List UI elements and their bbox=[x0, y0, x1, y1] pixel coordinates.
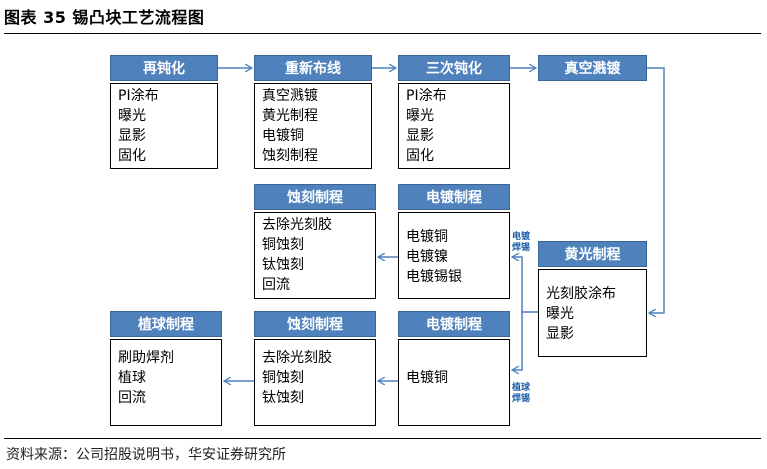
step-item: 显影 bbox=[118, 128, 146, 144]
step-item: 电镀铜 bbox=[262, 128, 304, 144]
step-item: 真空溅镀 bbox=[262, 88, 318, 104]
step-item: 钛蚀刻 bbox=[262, 390, 304, 406]
edge-label-solder-plating: 电镀 焊锡 bbox=[509, 232, 533, 254]
step-plating-header: 电镀制程 bbox=[398, 184, 510, 210]
step-etching-2-box: 去除光刻胶 铜蚀刻 钛蚀刻 bbox=[254, 339, 376, 426]
figure-title: 图表 35 锡凸块工艺流程图 bbox=[4, 8, 205, 27]
edge-label-line: 电镀 bbox=[511, 232, 530, 242]
step-etching-2-header: 蚀刻制程 bbox=[254, 311, 376, 337]
step-third-passivation-header: 三次钝化 bbox=[398, 55, 510, 81]
step-item: 显影 bbox=[546, 326, 574, 342]
step-item: 去除光刻胶 bbox=[262, 350, 332, 366]
edge-label-ball-solder: 植球 焊锡 bbox=[509, 383, 533, 405]
step-plating-2-header: 电镀制程 bbox=[398, 311, 510, 337]
step-repassivation-box: PI涂布 曝光 显影 固化 bbox=[110, 83, 218, 169]
step-etching-header: 蚀刻制程 bbox=[254, 184, 376, 210]
step-item: 固化 bbox=[406, 148, 434, 164]
step-item: 电镀铜 bbox=[406, 370, 448, 386]
step-item: 植球 bbox=[118, 370, 146, 386]
bottom-rule bbox=[4, 438, 761, 439]
step-vacuum-sputtering-header: 真空溅镀 bbox=[538, 55, 647, 81]
step-item: 铜蚀刻 bbox=[262, 370, 304, 386]
step-item: 固化 bbox=[118, 148, 146, 164]
step-item: 曝光 bbox=[406, 108, 434, 124]
arrow-s4-s5 bbox=[647, 67, 665, 313]
step-item: 回流 bbox=[118, 390, 146, 406]
edge-label-line: 植球 bbox=[511, 383, 530, 393]
step-item: 黄光制程 bbox=[262, 108, 318, 124]
step-item: 钛蚀刻 bbox=[262, 257, 304, 273]
step-item: 电镀镍 bbox=[406, 249, 448, 265]
source-note: 资料来源：公司招股说明书，华安证券研究所 bbox=[6, 447, 286, 463]
step-ball-mounting-box: 刷助焊剂 植球 回流 bbox=[110, 339, 222, 426]
step-item: PI涂布 bbox=[406, 88, 447, 104]
step-item: 去除光刻胶 bbox=[262, 217, 332, 233]
step-plating-box: 电镀铜 电镀镍 电镀锡银 bbox=[398, 212, 510, 299]
step-redistribution-header: 重新布线 bbox=[254, 55, 372, 81]
step-repassivation-header: 再钝化 bbox=[110, 55, 218, 81]
step-item: 曝光 bbox=[118, 108, 146, 124]
step-plating-2-box: 电镀铜 bbox=[398, 339, 510, 426]
step-item: 曝光 bbox=[546, 306, 574, 322]
step-lithography-box: 光刻胶涂布 曝光 显影 bbox=[538, 269, 647, 357]
step-etching-box: 去除光刻胶 铜蚀刻 钛蚀刻 回流 bbox=[254, 212, 376, 299]
step-item: 光刻胶涂布 bbox=[546, 286, 616, 302]
step-ball-mounting-header: 植球制程 bbox=[110, 311, 222, 337]
step-third-passivation-box: PI涂布 曝光 显影 固化 bbox=[398, 83, 510, 169]
step-item: 电镀铜 bbox=[406, 229, 448, 245]
step-item: 铜蚀刻 bbox=[262, 237, 304, 253]
step-item: 电镀锡银 bbox=[406, 269, 462, 285]
arrow-trunk-s6 bbox=[512, 257, 523, 312]
edge-label-line: 焊锡 bbox=[511, 394, 530, 404]
step-item: 显影 bbox=[406, 128, 434, 144]
step-redistribution-box: 真空溅镀 黄光制程 电镀铜 蚀刻制程 bbox=[254, 83, 372, 169]
step-item: PI涂布 bbox=[118, 88, 159, 104]
step-item: 刷助焊剂 bbox=[118, 350, 174, 366]
arrow-trunk-s8 bbox=[512, 312, 523, 370]
top-rule bbox=[4, 33, 761, 34]
step-item: 回流 bbox=[262, 277, 290, 293]
edge-label-line: 焊锡 bbox=[511, 243, 530, 253]
step-lithography-header: 黄光制程 bbox=[538, 241, 647, 267]
step-item: 蚀刻制程 bbox=[262, 148, 318, 164]
